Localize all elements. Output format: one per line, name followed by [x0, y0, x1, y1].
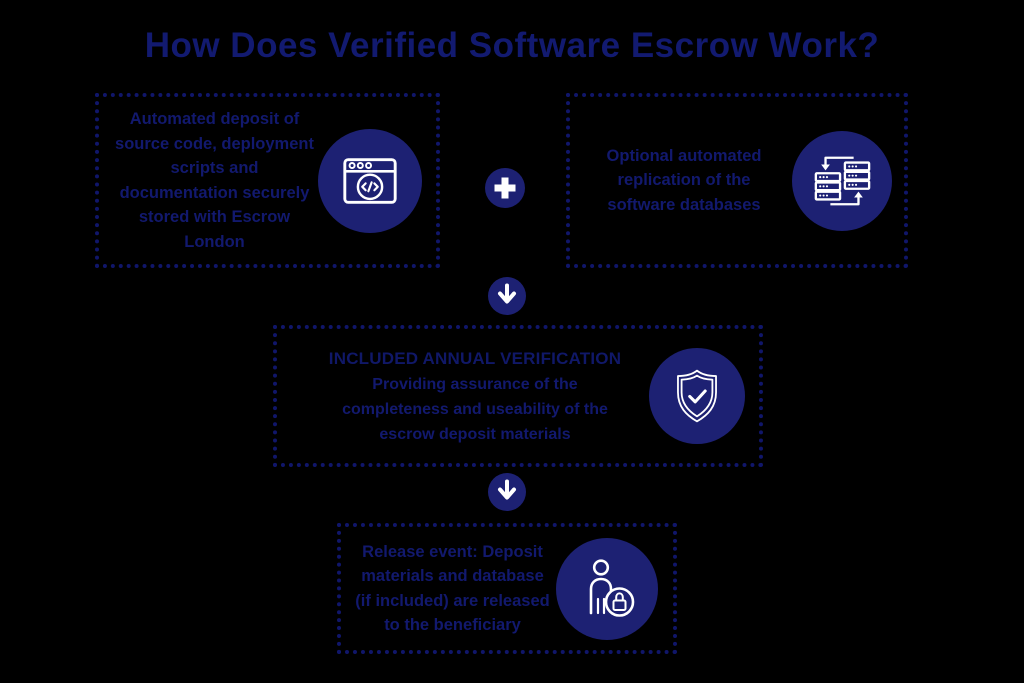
step-release-text: Release event: Deposit materials and dat… [355, 542, 550, 635]
arrow-down-icon [488, 277, 526, 315]
step-verification-heading: INCLUDED ANNUAL VERIFICATION [328, 348, 622, 368]
step-deposit-box: Automated deposit of source code, deploy… [95, 93, 440, 268]
step-replication-box: Optional automated replication of the so… [566, 93, 908, 268]
step-verification-box: INCLUDED ANNUAL VERIFICATION Providing a… [273, 325, 763, 467]
browser-code-icon [318, 128, 422, 233]
step-release-box: Release event: Deposit materials and dat… [337, 523, 677, 654]
step-replication-text: Optional automated replication of the so… [606, 146, 762, 214]
plus-icon [485, 168, 525, 208]
page-title: How Does Verified Software Escrow Work? [144, 26, 880, 65]
shield-check-icon [649, 348, 745, 444]
step-verification-text: Providing assurance of the completeness … [342, 375, 608, 443]
step-verification-textblock: INCLUDED ANNUAL VERIFICATION Providing a… [301, 346, 649, 447]
person-lock-icon [556, 537, 658, 640]
step-deposit-text: Automated deposit of source code, deploy… [115, 110, 314, 251]
arrow-down-icon [488, 473, 526, 511]
database-replication-icon [792, 130, 892, 231]
